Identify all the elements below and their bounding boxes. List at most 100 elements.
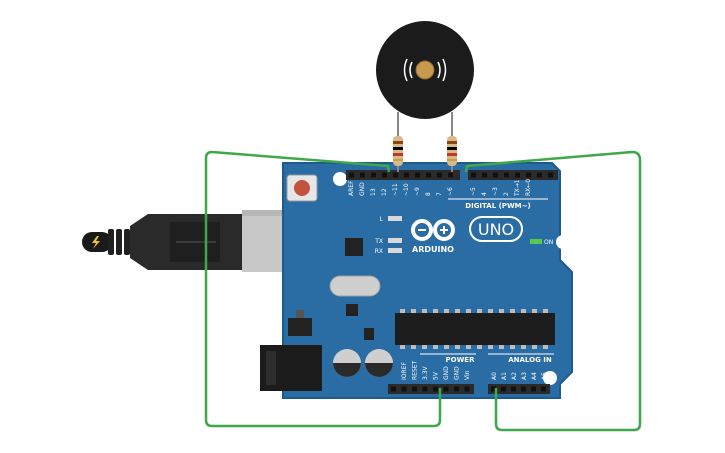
capacitor: [365, 349, 393, 377]
header-socket[interactable]: [515, 172, 520, 178]
pin-label: A0: [491, 372, 498, 380]
header-socket[interactable]: [531, 386, 536, 392]
header-socket[interactable]: [433, 386, 438, 392]
capacitor: [333, 349, 361, 377]
usb-cable-ring-3: [124, 229, 130, 255]
header-socket[interactable]: [464, 386, 470, 392]
digital-header-left: [346, 170, 460, 180]
pin-label: TX→1: [514, 179, 521, 197]
pin-label: GND: [359, 182, 366, 196]
header-socket[interactable]: [541, 386, 546, 392]
chip-pin: [510, 345, 515, 349]
analog-section-label: ANALOG IN: [508, 356, 552, 364]
header-socket[interactable]: [526, 172, 531, 178]
usb-lightning-icon: [92, 236, 100, 249]
resistor[interactable]: [447, 136, 457, 172]
chip-pin: [433, 309, 438, 313]
chip-pin: [400, 345, 405, 349]
usb-chip: [345, 238, 363, 256]
header-socket[interactable]: [537, 172, 542, 178]
chip-pin: [521, 309, 526, 313]
pin-label: 4: [481, 192, 488, 196]
header-socket[interactable]: [471, 172, 476, 178]
label-l: L: [380, 216, 384, 223]
pin-label: Vin: [464, 370, 471, 380]
header-socket[interactable]: [443, 386, 449, 392]
header-socket[interactable]: [491, 386, 496, 392]
wire-gnd-to-5v[interactable]: [204, 150, 442, 428]
header-socket[interactable]: [412, 386, 417, 392]
chip-pin: [499, 345, 504, 349]
header-socket[interactable]: [391, 386, 396, 392]
pin-label: 12: [381, 188, 388, 196]
header-socket[interactable]: [501, 386, 506, 392]
power-header: [388, 384, 474, 394]
header-socket[interactable]: [371, 172, 376, 178]
pin-label: GND: [454, 366, 461, 380]
chip-pin: [543, 345, 548, 349]
pin-label: A3: [521, 372, 528, 380]
chip-pin: [499, 309, 504, 313]
header-socket[interactable]: [401, 386, 407, 392]
pin-label: A1: [501, 372, 508, 380]
header-socket[interactable]: [511, 386, 516, 392]
led-tx: [388, 238, 402, 243]
resistor[interactable]: [393, 136, 403, 172]
header-socket[interactable]: [548, 172, 553, 178]
chip-pin: [543, 309, 548, 313]
chip-pin: [455, 345, 460, 349]
header-socket[interactable]: [404, 172, 409, 178]
header-socket[interactable]: [393, 172, 398, 178]
chip-pin: [422, 345, 427, 349]
header-socket[interactable]: [437, 172, 442, 178]
mounting-hole: [556, 235, 570, 249]
header-socket[interactable]: [382, 172, 387, 178]
sound-wave-icon: [403, 58, 447, 82]
chip-pin: [466, 345, 471, 349]
uno-badge: [469, 216, 523, 242]
chip-pin: [444, 309, 449, 313]
header-socket[interactable]: [415, 172, 420, 178]
header-socket[interactable]: [422, 386, 428, 392]
label-on: ON: [544, 239, 553, 246]
pin-label: ~6: [447, 187, 454, 196]
header-socket[interactable]: [426, 172, 431, 178]
header-socket[interactable]: [448, 172, 453, 178]
header-socket[interactable]: [360, 172, 365, 178]
header-socket[interactable]: [482, 172, 487, 178]
chip-pin: [521, 345, 526, 349]
pin-label: 13: [370, 188, 377, 196]
chip-pin: [488, 345, 493, 349]
header-socket[interactable]: [504, 172, 509, 178]
arduino-logo: [411, 219, 455, 241]
header-socket[interactable]: [349, 172, 354, 178]
chip-pin: [477, 345, 482, 349]
pin-label: 5V: [433, 371, 440, 380]
pin-label: 7: [436, 192, 443, 196]
mounting-hole: [333, 172, 347, 186]
header-socket[interactable]: [493, 172, 498, 178]
atmega-chip: [395, 313, 555, 345]
led-on: [530, 239, 542, 244]
chip-pin: [422, 309, 427, 313]
wire-pin8-to-a0[interactable]: [464, 150, 642, 432]
reset-button[interactable]: [294, 180, 310, 196]
digital-header-right: [468, 170, 558, 180]
voltage-regulator: [288, 318, 312, 336]
pin-label: 8: [425, 192, 432, 196]
model-label: UNO: [478, 220, 514, 239]
chip-pin: [532, 345, 537, 349]
header-socket[interactable]: [521, 386, 526, 392]
usb-cable-ring-1: [108, 229, 114, 255]
chip-pin: [444, 345, 449, 349]
chip-pin: [477, 309, 482, 313]
piezo-buzzer[interactable]: [376, 21, 474, 136]
pin-label: ~3: [492, 187, 499, 196]
header-socket[interactable]: [454, 386, 459, 392]
led-rx: [388, 248, 402, 253]
pin-label: GND: [443, 366, 450, 380]
